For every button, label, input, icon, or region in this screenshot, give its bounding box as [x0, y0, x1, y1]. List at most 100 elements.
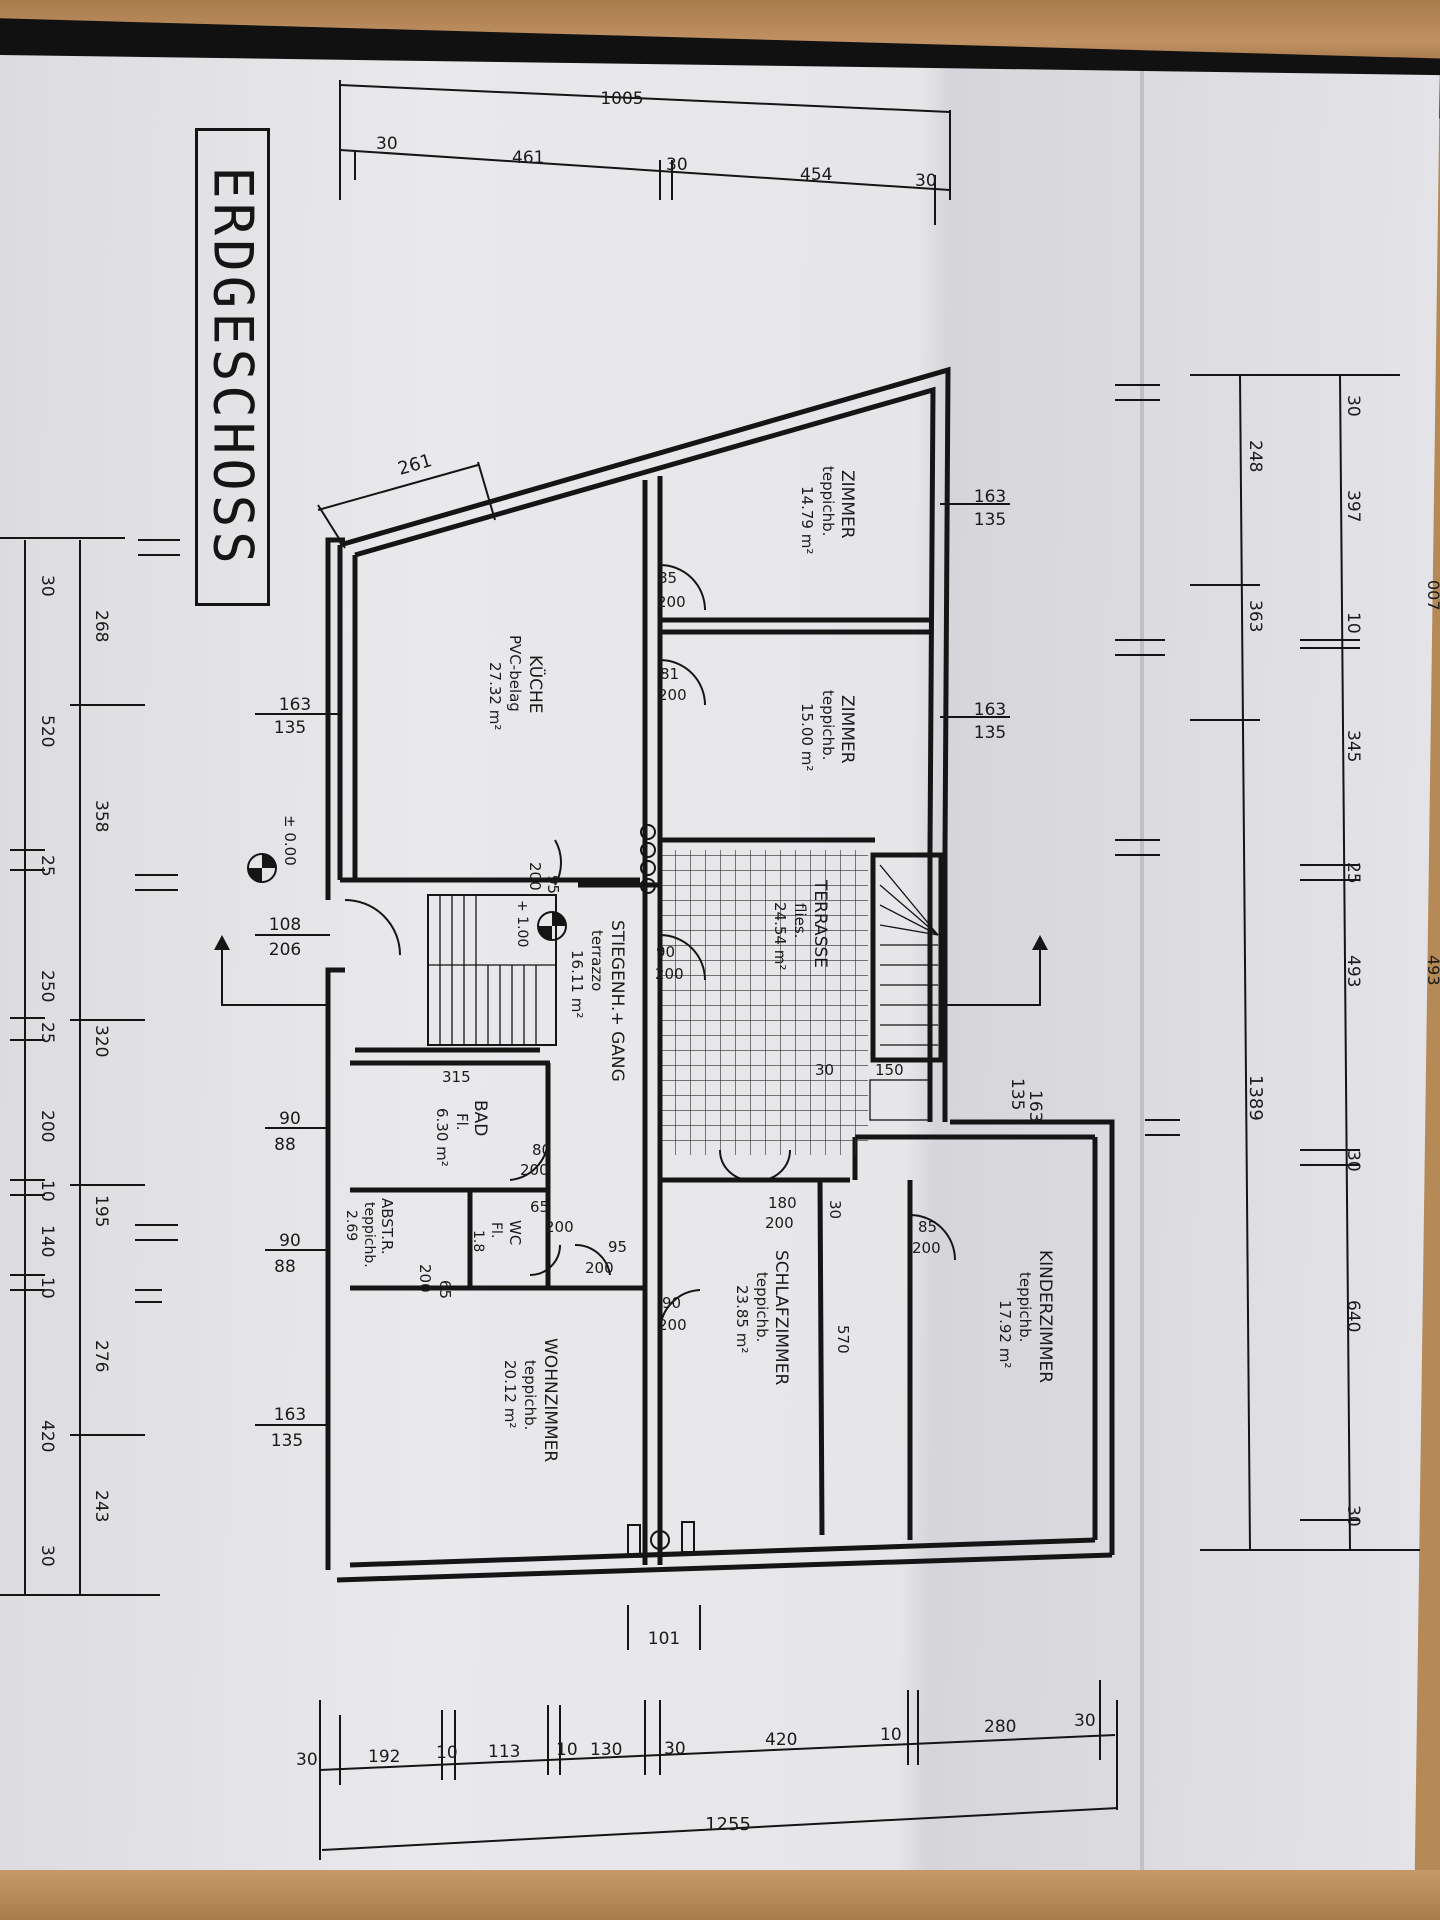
table-surface-bottom: [0, 1870, 1440, 1920]
bottom-dimension-chain: [319, 1605, 1119, 1860]
entry-arrows: [214, 935, 1048, 1006]
room-floor: teppichb.: [1016, 1272, 1034, 1342]
dim-right-overall: 1389: [1245, 1075, 1266, 1121]
dim-bot-seg-11: 30: [1074, 1711, 1096, 1731]
svg-text:163: 163: [274, 1405, 306, 1425]
svg-text:135: 135: [274, 718, 306, 738]
svg-text:200: 200: [520, 1161, 549, 1179]
room-area: 24.54 m²: [771, 902, 789, 970]
svg-text:520: 520: [37, 715, 57, 747]
svg-text:90: 90: [662, 1294, 681, 1312]
title-frame: [195, 128, 270, 606]
room-name: BAD: [470, 1100, 490, 1136]
room-area: 23.85 m²: [733, 1285, 751, 1353]
svg-text:358: 358: [91, 800, 111, 832]
svg-text:135: 135: [1007, 1078, 1027, 1110]
svg-text:90: 90: [656, 943, 675, 961]
stairs-main: [427, 894, 557, 1046]
stair-30: 30: [815, 1061, 834, 1079]
level-markers: [247, 853, 567, 941]
dim-top-overall: 1005: [600, 89, 643, 109]
right-outer-labels: 30 397 10 345 25 493 30 640 30: [1343, 395, 1363, 1527]
room-wc: WC Fl. 1.8: [470, 1220, 524, 1252]
room-area: 1.8: [470, 1230, 486, 1252]
room-bad: BAD Fl. 6.30 m²: [433, 1100, 490, 1167]
dim-bot-overall: 1255: [705, 1814, 751, 1835]
level-hall: + 1.00: [514, 900, 530, 947]
svg-text:640: 640: [1343, 1300, 1363, 1332]
terrace-tiles: [662, 850, 868, 1155]
dim-bot-seg-10: 280: [984, 1717, 1016, 1737]
svg-text:363: 363: [1245, 600, 1265, 632]
svg-text:206: 206: [269, 940, 301, 960]
door-swings: [344, 564, 956, 1331]
room-zimmer-1: ZIMMER teppichb. 14.79 m²: [798, 466, 857, 554]
room-area: 15.00 m²: [798, 703, 816, 771]
room-name: WC: [506, 1220, 524, 1245]
svg-text:250: 250: [37, 970, 57, 1002]
svg-text:85: 85: [658, 569, 677, 587]
svg-text:200: 200: [765, 1214, 794, 1232]
svg-text:65: 65: [436, 1280, 454, 1299]
dim-bot-seg-4: 113: [488, 1742, 520, 1762]
bath-315: 315: [442, 1068, 471, 1086]
svg-text:80: 80: [532, 1141, 551, 1159]
dim-bot-seg-3: 10: [436, 1743, 458, 1763]
room-name: WOHNZIMMER: [540, 1338, 560, 1462]
room-floor: Fl.: [453, 1113, 471, 1131]
svg-text:248: 248: [1245, 440, 1265, 472]
room-area: 20.12 m²: [501, 1360, 519, 1428]
room-kinderzimmer: KINDERZIMMER teppichb. 17.92 m²: [996, 1250, 1055, 1383]
room-floor: terrazzo: [588, 930, 606, 991]
svg-text:180: 180: [768, 1194, 797, 1212]
svg-text:200: 200: [585, 1259, 614, 1277]
room-name: TERRASSE: [810, 879, 830, 968]
room-floor: teppichb.: [521, 1360, 539, 1430]
room-floor: PVC-belag: [506, 635, 524, 712]
room-area: 17.92 m²: [996, 1300, 1014, 1368]
svg-text:108: 108: [269, 915, 301, 935]
svg-text:30: 30: [37, 1545, 57, 1567]
dim-top-seg-1: 30: [376, 134, 398, 154]
right-dimension-chain: [1190, 374, 1420, 1551]
room-kueche: KÜCHE PVC-belag 27.32 m²: [486, 635, 547, 730]
svg-text:493: 493: [1343, 955, 1363, 987]
svg-text:90: 90: [279, 1231, 301, 1251]
exterior-walls: [325, 366, 1115, 1583]
svg-text:200: 200: [657, 593, 686, 611]
dim-bot-seg-1: 30: [296, 1750, 318, 1770]
svg-text:200: 200: [545, 1218, 574, 1236]
svg-text:200: 200: [526, 862, 544, 891]
svg-text:320: 320: [91, 1025, 111, 1057]
left-outer-labels: 30 520 25 250 25 200 10 140 10 420 30: [37, 575, 57, 1567]
svg-text:10: 10: [37, 1277, 57, 1299]
room-floor: Fl.: [488, 1222, 504, 1238]
svg-text:163: 163: [1025, 1090, 1045, 1122]
svg-text:10: 10: [37, 1180, 57, 1202]
svg-text:200: 200: [912, 1239, 941, 1257]
svg-text:397: 397: [1343, 490, 1363, 522]
room-floor: teppichb.: [819, 466, 837, 536]
room-name: ZIMMER: [837, 470, 857, 539]
door-labels: 85 200 81 200 95 200 90 200 80 200 65 20…: [416, 569, 941, 1334]
svg-text:276: 276: [91, 1340, 111, 1372]
svg-text:90: 90: [279, 1109, 301, 1129]
svg-text:200: 200: [416, 1264, 434, 1293]
dim-bay: 261: [396, 450, 435, 480]
left-inner-labels: 268 358 320 195 276 243: [91, 610, 111, 1522]
room-name: ZIMMER: [837, 695, 857, 764]
dim-bot-seg-2: 192: [368, 1747, 400, 1767]
dim-top-seg-2: 461: [512, 148, 544, 168]
room-name: STIEGENH.+ GANG: [607, 920, 627, 1082]
svg-text:243: 243: [91, 1490, 111, 1522]
stairs-terrace: [869, 852, 944, 1121]
room-floor: teppichb.: [819, 690, 837, 760]
room-area: 16.11 m²: [568, 950, 586, 1018]
room-area: 6.30 m²: [433, 1108, 451, 1167]
svg-text:163: 163: [974, 700, 1006, 720]
wardrobe-570: 570: [834, 1325, 852, 1354]
svg-text:25: 25: [1343, 862, 1363, 884]
svg-text:493: 493: [1424, 955, 1440, 986]
svg-text:140: 140: [37, 1225, 57, 1257]
